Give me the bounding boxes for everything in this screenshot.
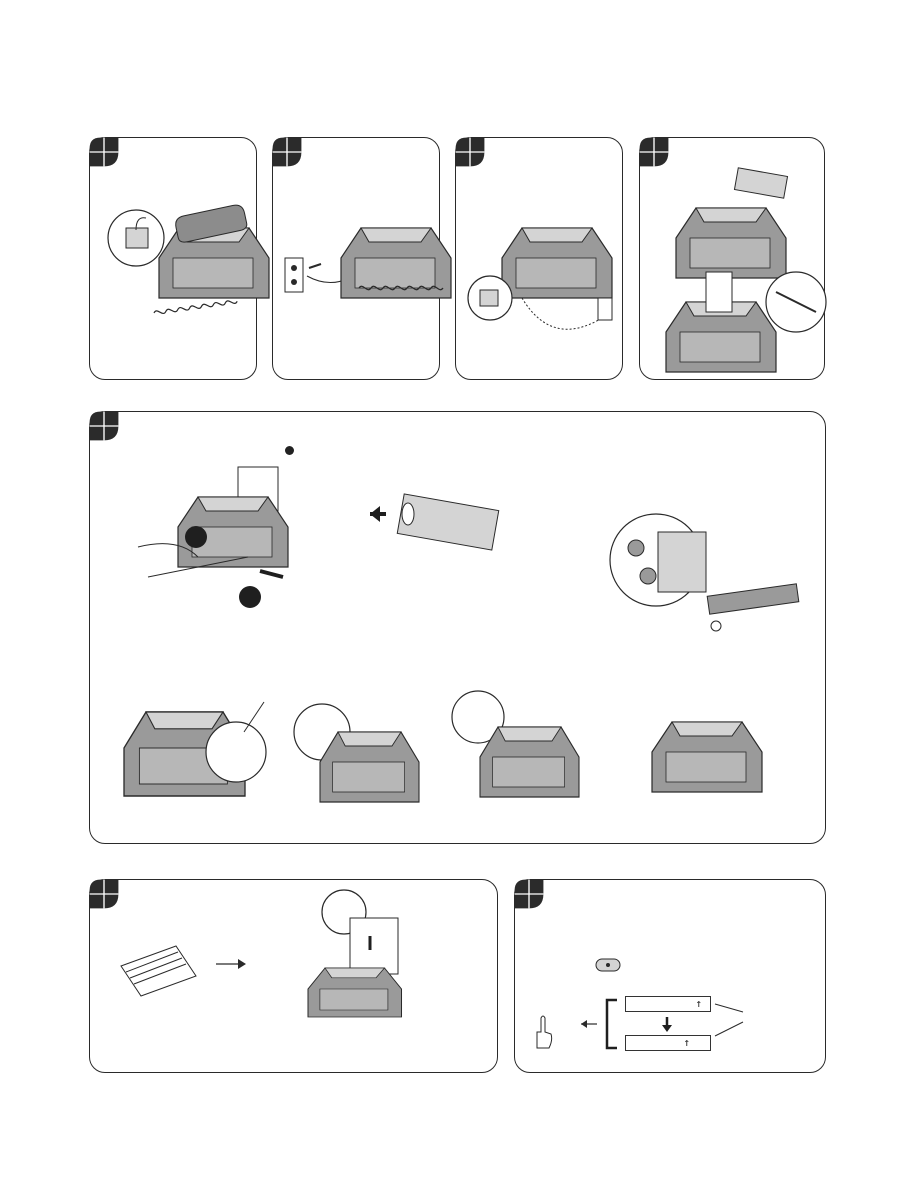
step-panel-4 xyxy=(639,137,825,380)
film-install-step-4-illustration xyxy=(642,712,782,822)
start-button-icon xyxy=(595,958,621,972)
film-install-step-1-illustration xyxy=(104,702,274,812)
pointer-lines xyxy=(715,1000,755,1040)
step-panel-6 xyxy=(89,879,498,1073)
bracket-connector xyxy=(561,996,631,1052)
step-badge xyxy=(86,876,122,912)
step-panel-7: ↑ ↑ xyxy=(514,879,826,1073)
step-panel-5 xyxy=(89,411,826,844)
telephone-line-jack-illustration xyxy=(462,218,620,348)
paper-support-attach-illustration xyxy=(666,172,826,378)
film-install-step-2-illustration xyxy=(290,702,430,812)
step-badge xyxy=(269,134,305,170)
bullet-marker xyxy=(285,446,294,455)
hand-pointer-icon xyxy=(527,1014,557,1050)
paper-fan-illustration xyxy=(116,936,206,1016)
lcd-marker: ↑ xyxy=(683,1036,690,1049)
lcd-display-bottom: ↑ xyxy=(625,1035,711,1051)
lcd-display-top: ↑ xyxy=(625,996,711,1012)
next-arrow-icon xyxy=(216,958,246,970)
lcd-marker: ↑ xyxy=(695,997,702,1010)
step-badge xyxy=(86,134,122,170)
step-badge xyxy=(511,876,547,912)
step-badge xyxy=(452,134,488,170)
fax-handset-connection-illustration xyxy=(104,198,254,368)
film-roll-unwrap-illustration xyxy=(370,492,510,562)
step-panel-1 xyxy=(89,137,257,380)
step-panel-2 xyxy=(272,137,440,380)
paper-load-illustration xyxy=(300,888,420,1018)
open-cover-illustration xyxy=(138,467,348,617)
down-arrow-icon xyxy=(659,1017,675,1033)
gear-attach-illustration xyxy=(608,512,818,642)
power-cord-outlet-illustration xyxy=(279,218,437,338)
step-badge xyxy=(636,134,672,170)
film-install-step-3-illustration xyxy=(450,687,590,807)
step-badge xyxy=(86,408,122,444)
step-panel-3 xyxy=(455,137,623,380)
